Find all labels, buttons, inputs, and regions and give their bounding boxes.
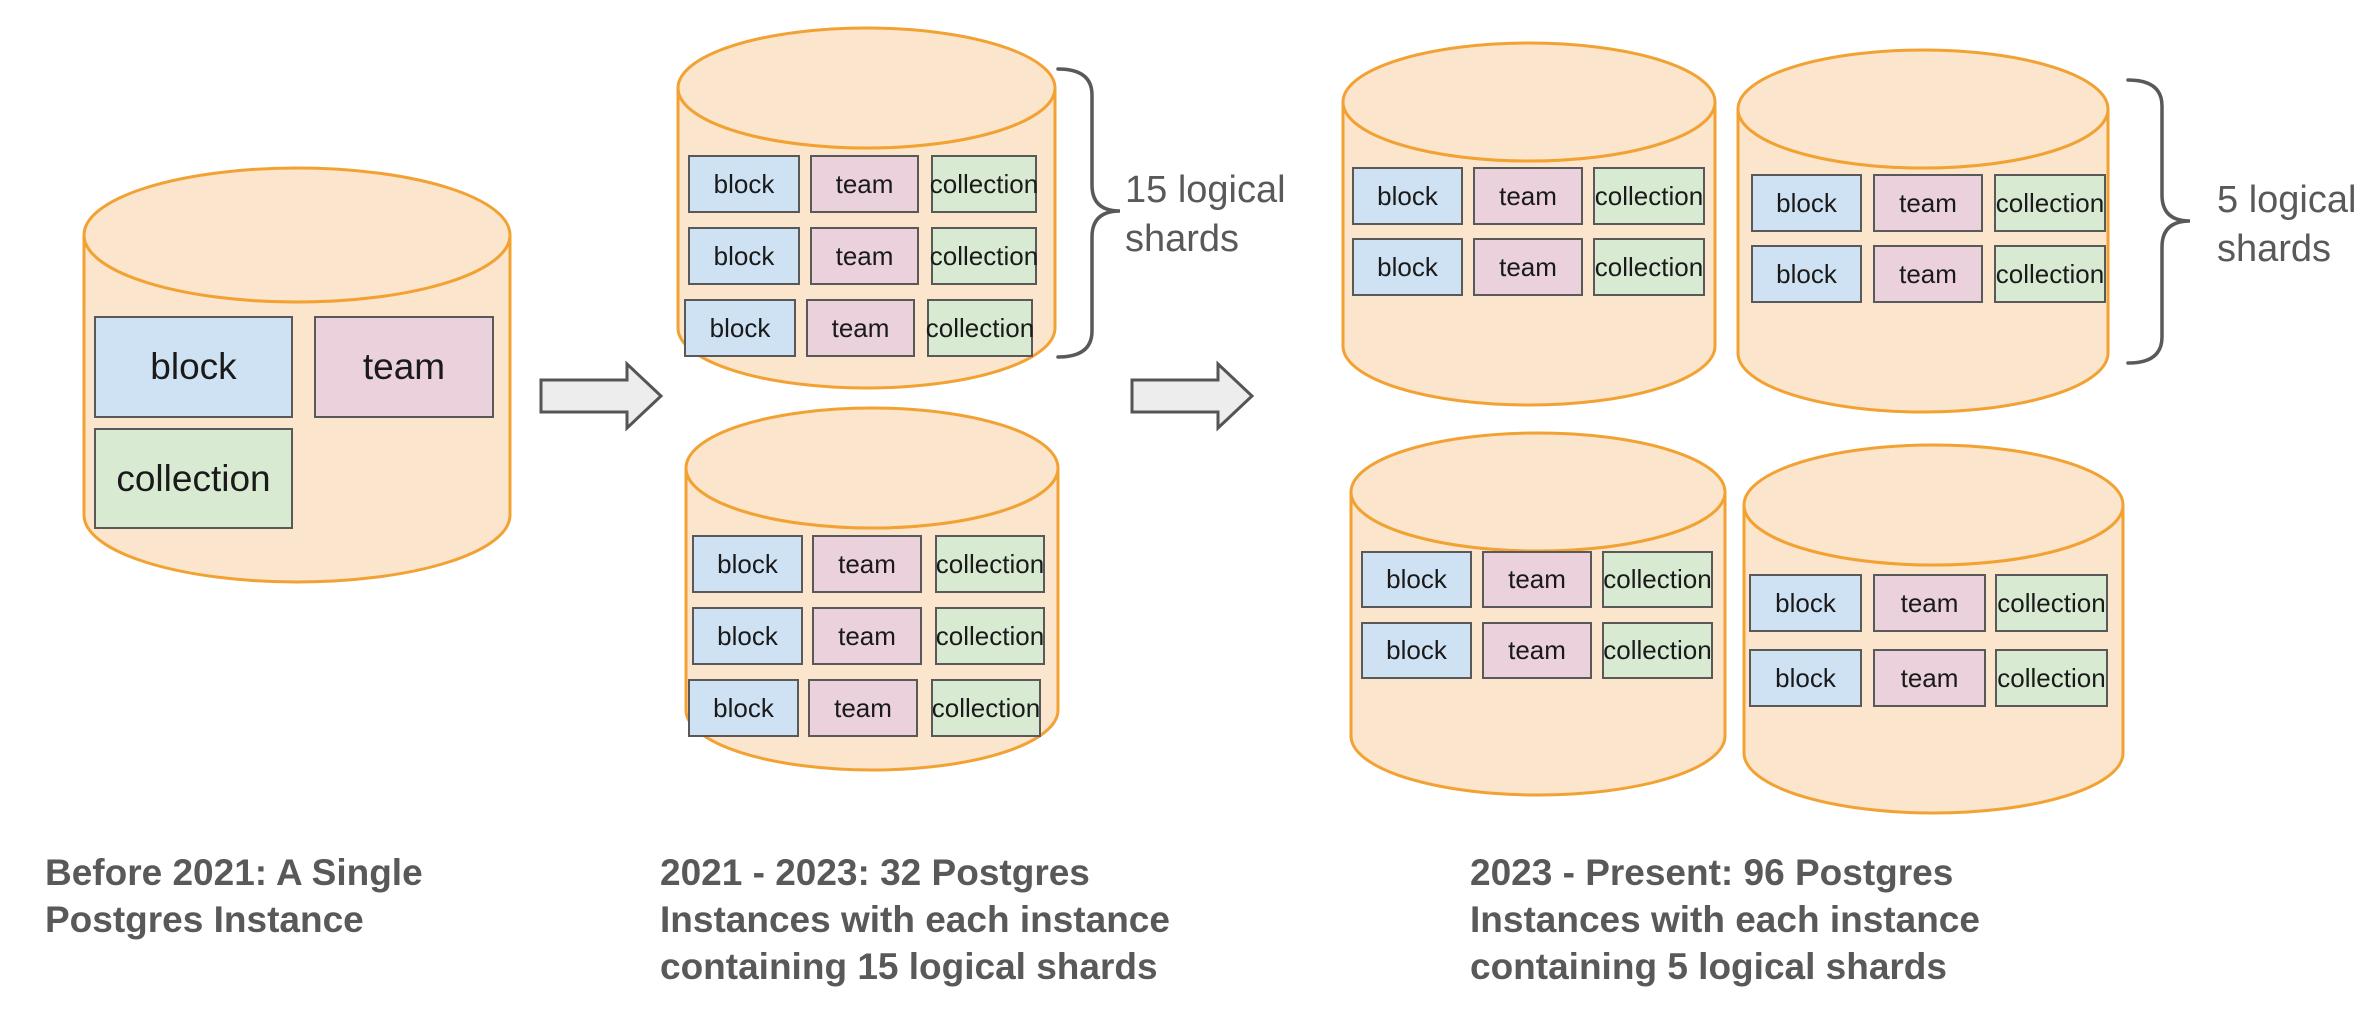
shard-table-block: block — [1352, 167, 1463, 225]
shard-table-collection: collection — [1995, 574, 2108, 632]
shard-table-team: team — [314, 316, 494, 418]
shard-table-collection: collection — [930, 227, 1038, 285]
shard-table-team: team — [810, 155, 919, 213]
shard-table-collection: collection — [1994, 245, 2106, 303]
shard-table-team: team — [1482, 622, 1592, 679]
caption-line: Instances with each instance — [1470, 899, 1980, 940]
stage-caption-2021-2023: 2021 - 2023: 32 Postgres Instances with … — [660, 849, 1170, 990]
shard-table-block: block — [1361, 551, 1472, 608]
shard-table-team: team — [812, 535, 922, 593]
shard-count-line: 5 logical — [2217, 179, 2357, 221]
arrow-right-icon — [539, 360, 664, 432]
shard-table-team: team — [1873, 574, 1986, 632]
shard-table-collection: collection — [94, 428, 293, 529]
shard-table-team: team — [810, 227, 919, 285]
caption-line: Instances with each instance — [660, 899, 1170, 940]
shard-table-collection: collection — [1593, 238, 1705, 296]
shard-table-collection: collection — [930, 155, 1038, 213]
shard-count-line: 15 logical — [1125, 169, 1286, 211]
shard-table-block: block — [688, 679, 799, 737]
caption-line: containing 15 logical shards — [660, 946, 1158, 987]
shard-table-block: block — [1751, 245, 1862, 303]
shard-table-team: team — [1482, 551, 1592, 608]
shard-table-block: block — [684, 299, 796, 357]
caption-line: 2021 - 2023: 32 Postgres — [660, 852, 1090, 893]
shard-table-collection: collection — [1994, 174, 2106, 232]
shard-table-team: team — [1873, 649, 1986, 707]
shard-table-block: block — [1749, 574, 1862, 632]
shard-table-collection: collection — [931, 679, 1041, 737]
stage-caption-2023-present: 2023 - Present: 96 Postgres Instances wi… — [1470, 849, 1980, 990]
shard-table-block: block — [94, 316, 293, 418]
shard-table-team: team — [808, 679, 918, 737]
shard-table-collection: collection — [935, 535, 1045, 593]
shard-table-block: block — [1751, 174, 1862, 232]
shard-count-line: shards — [2217, 228, 2332, 270]
shard-table-block: block — [688, 227, 800, 285]
shard-table-block: block — [688, 155, 800, 213]
shard-table-block: block — [1749, 649, 1862, 707]
caption-line: containing 5 logical shards — [1470, 946, 1947, 987]
stage-caption-before-2021: Before 2021: A Single Postgres Instance — [45, 849, 423, 943]
shard-table-collection: collection — [1602, 551, 1713, 608]
shard-count-label: 15 logical shards — [1125, 166, 1286, 264]
shard-table-block: block — [1361, 622, 1472, 679]
shard-table-collection: collection — [1995, 649, 2108, 707]
caption-line: Postgres Instance — [45, 899, 364, 940]
shard-table-collection: collection — [1602, 622, 1713, 679]
caption-line: 2023 - Present: 96 Postgres — [1470, 852, 1954, 893]
shard-table-collection: collection — [926, 299, 1034, 357]
shard-table-team: team — [1873, 174, 1983, 232]
arrow-right-icon — [1130, 360, 1255, 432]
shard-table-team: team — [1473, 238, 1583, 296]
database-cylinder — [1349, 431, 1727, 797]
shard-table-team: team — [1473, 167, 1583, 225]
shard-table-team: team — [806, 299, 915, 357]
shard-table-team: team — [812, 607, 922, 665]
shard-count-line: shards — [1125, 218, 1240, 260]
curly-brace — [2126, 78, 2191, 365]
shard-table-collection: collection — [935, 607, 1045, 665]
shard-table-block: block — [1352, 238, 1463, 296]
shard-table-block: block — [692, 607, 803, 665]
caption-line: Before 2021: A Single — [45, 852, 423, 893]
shard-table-team: team — [1873, 245, 1983, 303]
shard-count-label: 5 logical shards — [2217, 176, 2356, 274]
shard-table-collection: collection — [1593, 167, 1705, 225]
shard-table-block: block — [692, 535, 803, 593]
curly-brace — [1056, 67, 1121, 359]
